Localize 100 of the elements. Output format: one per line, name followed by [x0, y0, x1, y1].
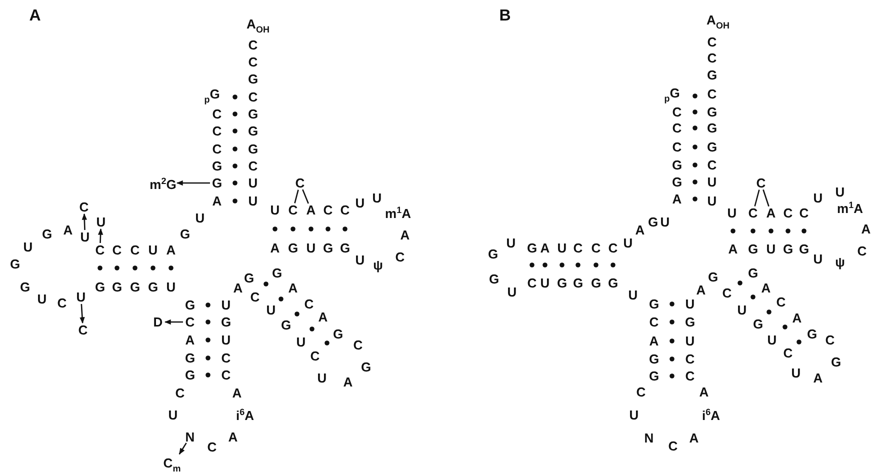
nucleotide-letter: m$^{2}$G: [150, 174, 176, 192]
nucleotide-letter: C: [672, 106, 682, 118]
nucleotide-letter: U: [23, 240, 33, 254]
nucleotide-letter: U: [317, 372, 327, 384]
nucleotide-letter: A: [306, 204, 316, 216]
nucleotide-letter: A: [635, 224, 645, 236]
nucleotide-letter: U: [628, 288, 638, 302]
nucleotide-letter: A$_{OH}$: [706, 14, 730, 32]
nucleotide-letter: G: [42, 228, 52, 240]
nucleotide-letter: N: [644, 432, 654, 444]
nucleotide-letter: G: [280, 318, 292, 332]
nucleotide-letter: A: [766, 206, 776, 220]
nucleotide-letter: A: [761, 282, 771, 294]
nucleotide-letter: ψ: [373, 258, 383, 272]
nucleotide-letter: U: [506, 236, 516, 250]
nucleotide-letter: G: [672, 176, 682, 188]
nucleotide-letter: C: [649, 316, 659, 328]
nucleotide-letter: A: [232, 386, 242, 400]
nucleotide-letter: C: [591, 242, 601, 254]
nucleotide-letter: m$^{1}$A: [837, 198, 863, 216]
nucleotide-letter: U: [248, 194, 258, 208]
nucleotide-letter: C: [248, 56, 258, 68]
nucleotide-letter: U: [540, 276, 550, 290]
nucleotide-letter: C: [221, 368, 231, 382]
nucleotide-letter: G: [130, 280, 140, 294]
nucleotide-letter: U: [195, 212, 205, 224]
nucleotide-letter: N: [185, 430, 195, 444]
nucleotide-letter: A: [233, 282, 243, 294]
nucleotide-letter: A: [212, 194, 222, 208]
nucleotide-letter: C: [304, 298, 314, 310]
nucleotide-letter: G: [322, 242, 334, 254]
nucleotide-letter: C: [353, 338, 363, 352]
nucleotide-letter: U: [248, 176, 258, 190]
nucleotide-letter: A: [400, 228, 410, 242]
nucleotide-letter: U: [355, 254, 365, 266]
nucleotide-letter: G: [798, 242, 810, 256]
connector-line: [762, 189, 770, 207]
nucleotide-letter: G: [288, 242, 298, 254]
nucleotide-letter: C: [250, 290, 260, 304]
nucleotide-letter: C: [323, 204, 333, 216]
nucleotide-letter: G: [248, 124, 258, 138]
nucleotide-letter: ψ: [835, 256, 845, 268]
nucleotide-letter: U: [685, 334, 695, 348]
nucleotide-letter: G: [10, 258, 20, 270]
arrow: [164, 319, 183, 325]
panel-label: A: [29, 10, 41, 22]
nucleotide-letter: U: [623, 236, 633, 250]
nucleotide-letter: G: [20, 280, 30, 294]
nucleotide-letter: U: [221, 298, 231, 312]
nucleotide-letter: C: [685, 370, 695, 382]
nucleotide-letter: G: [248, 142, 258, 156]
nucleotide-letter: G: [684, 316, 696, 328]
nucleotide-letter: C: [672, 140, 682, 154]
nucleotide-letter: G: [112, 280, 122, 294]
nucleotide-letter: U: [629, 408, 639, 422]
nucleotide-letter: U: [813, 192, 823, 204]
nucleotide-letter: C: [573, 242, 583, 254]
nucleotide-letter: C: [672, 122, 682, 134]
arrow: [98, 228, 104, 244]
nucleotide-letter: G: [556, 276, 568, 290]
nucleotide-letter: A: [861, 222, 871, 236]
nucleotide-letter: A: [270, 242, 280, 254]
nucleotide-letter: U: [727, 206, 737, 220]
nucleotide-letter: C: [783, 346, 793, 360]
nucleotide-letter: A: [185, 334, 195, 346]
nucleotide-letter: C: [130, 244, 140, 256]
nucleotide-letter: C: [722, 286, 732, 300]
nucleotide-letter: C: [57, 296, 67, 310]
nucleotide-letter: U: [835, 186, 845, 198]
nucleotide-letter: C: [636, 386, 646, 398]
nucleotide-letter: C: [756, 176, 766, 190]
nucleotide-letter: G: [706, 140, 718, 154]
nucleotide-letter: C: [248, 90, 258, 104]
nucleotide-letter: C: [295, 176, 305, 190]
nucleotide-letter: G: [360, 360, 372, 374]
nucleotide-letter: m$^{1}$A: [385, 204, 411, 220]
nucleotide-letter: G: [212, 160, 222, 172]
nucleotide-letter: A: [689, 432, 699, 444]
nucleotide-letter: A: [228, 430, 238, 444]
nucleotide-letter: A: [63, 224, 73, 236]
nucleotide-letter: G: [332, 328, 344, 340]
nucleotide-letter: A: [792, 312, 802, 324]
nucleotide-letter: U: [166, 280, 176, 294]
nucleotide-letter: G: [748, 242, 758, 256]
nucleotide-letter: G: [526, 242, 538, 254]
nucleotide-letter: G: [272, 266, 282, 280]
nucleotide-letter: G: [830, 356, 842, 368]
nucleotide-letter: i$^{6}$A: [236, 406, 254, 422]
nucleotide-letter: C: [95, 244, 105, 256]
nucleotide-letter: U: [660, 216, 670, 228]
nucleotide-letter: G: [184, 368, 196, 382]
nucleotide-letter: G: [184, 298, 196, 312]
nucleotide-letter: U: [76, 290, 86, 304]
nucleotide-letter: A: [728, 242, 738, 256]
nucleotide-letter: G: [244, 272, 254, 284]
arrow: [82, 213, 88, 230]
nucleotide-letter: U: [766, 242, 776, 256]
nucleotide-letter: C: [707, 36, 717, 48]
connector-line: [302, 189, 309, 204]
nucleotide-letter: C: [857, 244, 867, 258]
